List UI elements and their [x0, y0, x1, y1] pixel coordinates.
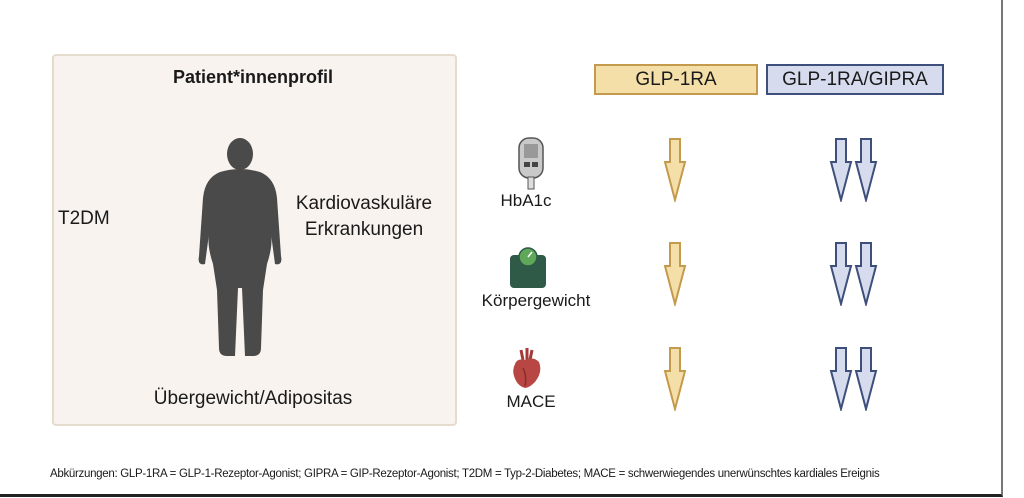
scale-icon: [510, 247, 546, 288]
glucometer-icon: [518, 137, 544, 190]
footnote: Abkürzungen: GLP-1RA = GLP-1-Rezeptor-Ag…: [50, 468, 880, 480]
down-arrow-icon: [663, 138, 687, 202]
down-arrow-icon: [663, 347, 687, 411]
down-arrow-icon: [663, 242, 687, 306]
heart-icon: [513, 348, 541, 388]
row-label-mace: MACE: [506, 392, 556, 411]
t2dm-label: T2DM: [58, 208, 110, 229]
cv-label-2: Erkrankungen: [304, 219, 424, 240]
down-arrow-icon: [854, 138, 878, 202]
frame: [0, 0, 1003, 497]
row-label-hba1c: HbA1c: [500, 191, 552, 210]
down-arrow-icon: [829, 242, 853, 306]
down-arrow-icon: [829, 138, 853, 202]
down-arrow-icon: [854, 347, 878, 411]
obesity-label: Übergewicht/Adipositas: [153, 388, 353, 409]
row-label-body-weight: Körpergewicht: [481, 291, 591, 310]
person-silhouette-icon: [198, 138, 282, 356]
column-header-glp1ra-gipra: GLP-1RA/GIPRA: [766, 64, 944, 95]
cv-label-1: Kardiovaskuläre: [295, 193, 433, 214]
panel-title: Patient*innenprofil: [172, 67, 334, 87]
down-arrow-icon: [854, 242, 878, 306]
column-header-glp1ra: GLP-1RA: [594, 64, 758, 95]
down-arrow-icon: [829, 347, 853, 411]
